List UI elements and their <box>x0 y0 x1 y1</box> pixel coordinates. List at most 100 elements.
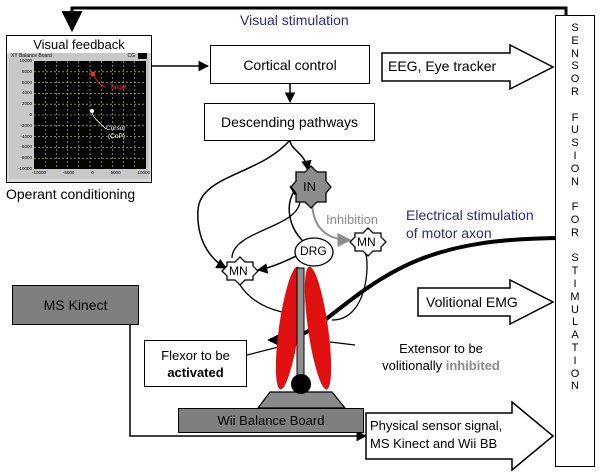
sensor-fusion-letter: T <box>571 265 579 278</box>
base-trapezoid <box>256 391 347 409</box>
leg-bone <box>296 267 305 389</box>
y-tick-label: -2000 <box>20 122 32 128</box>
sensor-fusion-letter: S <box>571 22 579 34</box>
visual-stimulation-label: Visual stimulation <box>240 12 349 28</box>
x-tick-label: -5000 <box>62 170 75 175</box>
sensor-fusion-letter <box>573 99 576 112</box>
y-tick-label: 4000 <box>21 90 32 96</box>
y-tick-label: -10000 <box>17 166 32 171</box>
sensor-fusion-letter <box>573 188 576 201</box>
y-tick-label: -6000 <box>20 144 32 150</box>
y-tick-label: -4000 <box>20 133 32 139</box>
sensor-fusion-letter: O <box>570 162 580 175</box>
sensor-fusion-letter: R <box>571 85 579 98</box>
y-tick-label: 0 <box>29 112 32 117</box>
electrical-stimulation-line1: Electrical stimulation <box>406 207 534 223</box>
sensor-fusion-letter: U <box>571 124 579 137</box>
plot-grid <box>34 61 146 169</box>
drg-label: DRG <box>300 244 327 258</box>
flexor-line1: Flexor to be <box>161 347 230 363</box>
sensor-fusion-letter: A <box>571 329 579 342</box>
flexor-muscle <box>275 266 303 390</box>
visual-feedback-panel: Visual feedback XY Balance Board CG 1000… <box>6 35 152 183</box>
y-tick-label: 10000 <box>19 58 32 63</box>
eeg-label: EEG, Eye tracker <box>388 58 497 74</box>
ms-kinect-box: MS Kinect <box>12 285 139 325</box>
sensor-fusion-letter: S <box>571 137 579 150</box>
plot-window-corner: CG <box>127 53 136 59</box>
sensor-fusion-letter: I <box>573 149 577 162</box>
descending-to-mn-path <box>197 139 291 269</box>
electrical-stimulation-line2: of motor axon <box>406 225 492 241</box>
x-tick-label: 10000 <box>137 170 150 175</box>
sensor-fusion-letter: M <box>570 290 580 303</box>
cursor-label: Cursor <box>106 125 126 132</box>
descending-to-in-path <box>289 139 312 172</box>
extensor-pointer <box>329 341 356 346</box>
plot-window-title: XY Balance Board <box>11 53 52 59</box>
sensor-fusion-letter: S <box>571 60 579 73</box>
mn-left-neuron <box>221 256 259 286</box>
plot-corner-icon <box>138 53 147 59</box>
kinect-to-sensor-line <box>129 325 368 442</box>
sensor-fusion-letter: F <box>571 201 579 214</box>
cortical-control-box: Cortical control <box>210 45 370 84</box>
inhibition-label: Inhibition <box>326 212 379 227</box>
sensor-fusion-letter: O <box>570 213 580 226</box>
sensor-fusion-letter: S <box>571 252 579 265</box>
mn-left-label: MN <box>229 264 248 278</box>
mn-right-neuron <box>349 227 387 257</box>
extensor-line2-prefix: volitionally <box>382 357 446 373</box>
target-label: Target <box>110 85 127 91</box>
sensor-fusion-letter <box>573 240 576 253</box>
x-tick-label: 0 <box>91 170 94 175</box>
wii-balance-board: Wii Balance Board <box>178 408 364 433</box>
physical-sensor-line1: Physical sensor signal, <box>370 418 503 433</box>
mn-to-muscle-path <box>239 284 283 313</box>
plot-area: Target Cursor (CoP) <box>34 61 146 169</box>
extensor-line2: volitionally inhibited <box>382 357 500 374</box>
ankle-joint <box>291 374 311 394</box>
operant-conditioning-caption: Operant conditioning <box>6 186 136 202</box>
flexor-line2: activated <box>167 364 224 380</box>
sensor-fusion-letter: L <box>571 316 579 329</box>
sensor-fusion-letter: I <box>573 354 577 367</box>
sensor-fusion-box <box>555 15 595 467</box>
in-neuron <box>290 165 332 209</box>
volitional-emg-label: Volitional EMG <box>426 294 518 310</box>
extensor-box: Extensor to be volitionally inhibited <box>355 333 527 380</box>
descending-pathways-box: Descending pathways <box>204 103 375 141</box>
extensor-line1: Extensor to be <box>399 340 483 356</box>
extensor-line2-highlight: inhibited <box>445 357 500 373</box>
sensor-fusion-letter: O <box>570 367 580 380</box>
mn-loop-path <box>231 199 301 259</box>
sensor-fusion-letter: F <box>571 111 579 124</box>
drg-ganglion <box>294 237 334 267</box>
x-tick-label: 5000 <box>110 170 121 175</box>
visual-feedback-title: Visual feedback <box>7 36 151 53</box>
sensor-fusion-letter: O <box>570 73 580 86</box>
sensor-fusion-letter: N <box>571 380 579 393</box>
sensor-fusion-letter: E <box>571 34 579 47</box>
y-tick-label: 8000 <box>21 68 32 74</box>
sensor-fusion-letter: I <box>573 277 577 290</box>
volitional-emg-arrow <box>417 278 555 326</box>
sensor-fusion-letter: T <box>571 341 579 354</box>
flexor-box: Flexor to be activated <box>144 340 247 387</box>
y-tick-label: -8000 <box>20 155 32 161</box>
sensor-fusion-letter: N <box>571 47 579 60</box>
inhibition-path <box>311 199 352 247</box>
in-label: IN <box>303 179 316 194</box>
eeg-arrow <box>381 43 555 91</box>
y-tick-label: 6000 <box>21 79 32 85</box>
physical-sensor-arrow <box>365 400 555 472</box>
mn-right-label: MN <box>357 235 376 249</box>
physical-sensor-line2: MS Kinect and Wii BB <box>370 436 498 451</box>
y-ticks: 10000 8000 6000 4000 2000 0 -2000 -4000 -6000 -80… <box>9 58 33 171</box>
y-tick-label: 2000 <box>21 101 32 107</box>
visual-stimulation-arrow <box>61 6 568 33</box>
extensor-muscle <box>304 266 332 390</box>
plot-window: XY Balance Board CG 10000 8000 6000 4000 200… <box>9 53 150 179</box>
